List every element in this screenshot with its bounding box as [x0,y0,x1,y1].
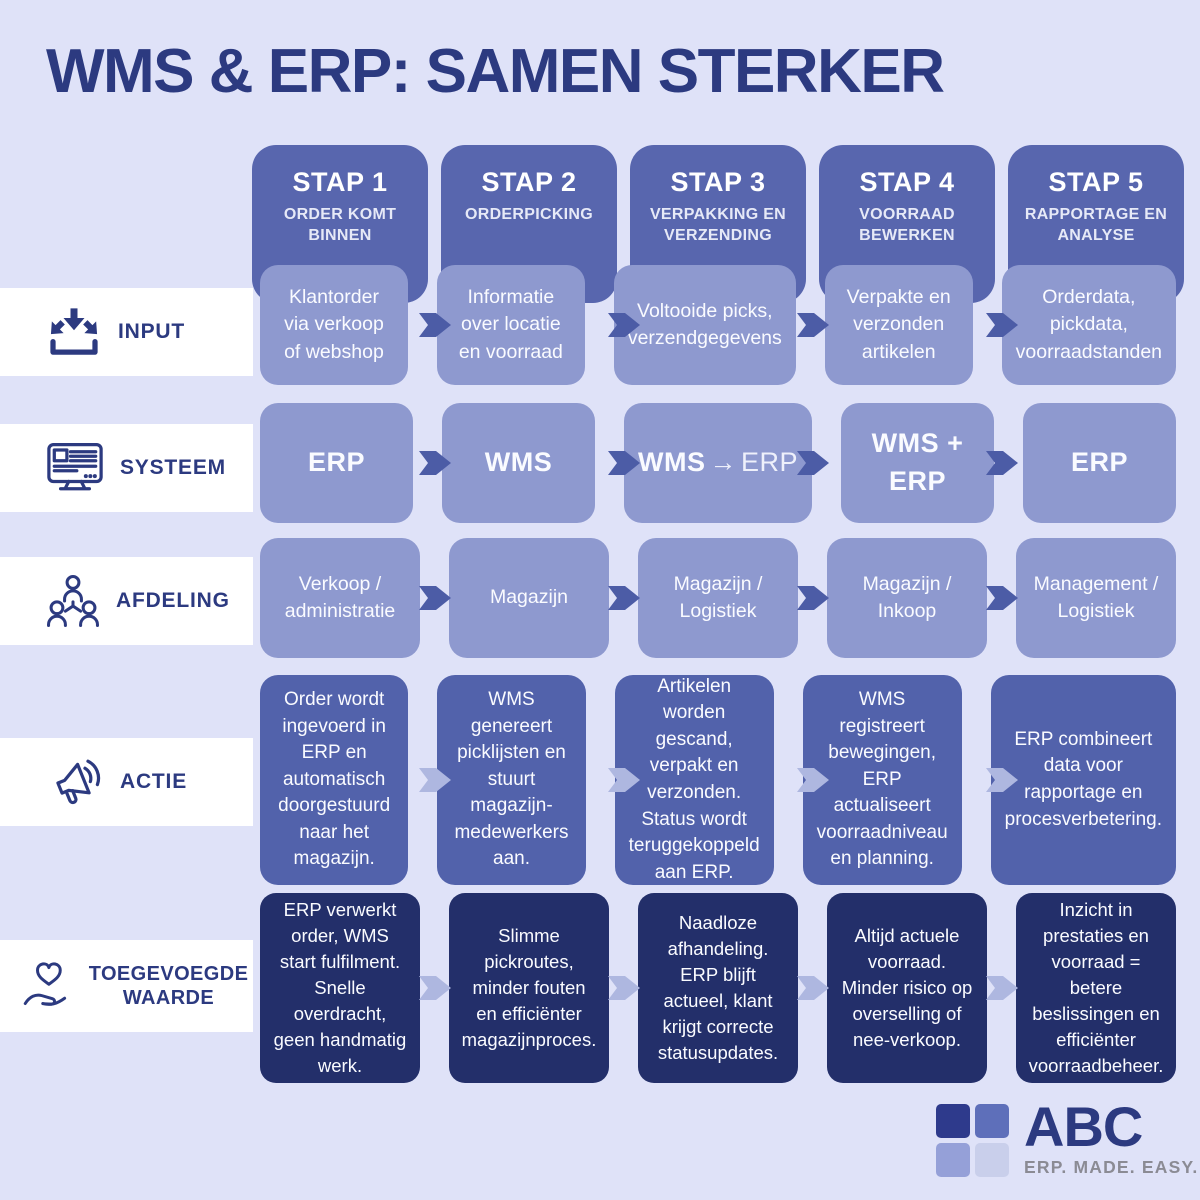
flow-arrow-icon [797,768,829,792]
flow-arrow-icon [419,768,451,792]
row-label-text: AFDELING [116,589,230,612]
systeem-cell: WMS + ERP [841,403,995,523]
inbox-arrows-icon [46,306,102,358]
hand-heart-icon [20,958,76,1014]
logo-text: ABC ERP. MADE. EASY. [1024,1095,1199,1178]
step-title: STAP 4 [859,167,955,197]
flow-arrow-icon [419,451,451,475]
flow-arrow-icon [608,768,640,792]
systeem-row: ERP WMS WMS→ERP WMS + ERP ERP [252,403,1184,523]
row-label-systeem: SYSTEEM [0,424,253,512]
systeem-cell: ERP [260,403,413,523]
flow-arrow-icon [419,586,451,610]
flow-arrow-icon [608,976,640,1000]
flow-arrow-icon [986,586,1018,610]
flow-arrow-icon [986,768,1018,792]
monitor-icon [46,441,104,495]
row-label-waarde: TOEGEVOEGDE WAARDE [0,940,253,1032]
afdeling-row: Verkoop / administratie Magazijn Magazij… [252,538,1184,658]
flow-arrow-icon [608,451,640,475]
step-title: STAP 2 [481,167,577,197]
step-subtitle: ORDER KOMT BINNEN [283,206,397,244]
system-name: WMS [484,447,553,478]
arrow-glyph: → [709,447,737,478]
flow-arrow-icon [797,586,829,610]
logo-square [975,1142,1009,1177]
waarde-cell: Naadloze afhandeling. ERP blijft actueel… [638,893,798,1083]
system-name: WMS + ERP [871,428,964,496]
afdeling-cell: Verkoop / administratie [260,538,420,658]
row-label-text: ACTIE [120,770,187,793]
waarde-cell: Slimme pickroutes, minder fouten en effi… [449,893,609,1083]
afdeling-cell: Management / Logistiek [1016,538,1176,658]
actie-row: Order wordt ingevoerd in ERP en automati… [252,675,1184,885]
logo-name: ABC [1024,1095,1143,1158]
megaphone-icon [46,755,104,809]
flow-arrow-icon [797,451,829,475]
row-label-text: TOEGEVOEGDE WAARDE [88,963,249,1009]
system-name: ERP [1071,447,1129,478]
logo-square [936,1142,970,1177]
row-label-text: SYSTEEM [120,456,226,479]
logo-square [936,1103,970,1138]
flow-arrow-icon [986,976,1018,1000]
row-label-actie: ACTIE [0,738,253,826]
flow-arrow-icon [419,976,451,1000]
logo-squares-icon [936,1103,1009,1177]
actie-cell: Order wordt ingevoerd in ERP en automati… [260,675,409,885]
team-icon [46,573,100,629]
systeem-cell: WMS [442,403,595,523]
logo-square [975,1103,1009,1138]
abc-logo: ABC ERP. MADE. EASY. [936,1095,1199,1178]
actie-cell: Artikelen worden gescand, verpakt en ver… [614,675,774,885]
system-name: WMS [638,447,706,478]
input-row: Klantorder via verkoop of webshop Inform… [252,265,1184,385]
row-label-input: INPUT [0,288,253,376]
logo-tagline: ERP. MADE. EASY. [1024,1157,1199,1178]
row-label-afdeling: AFDELING [0,557,253,645]
waarde-cell: Altijd actuele voorraad. Minder risico o… [827,893,987,1083]
actie-cell: WMS registreert bewegingen, ERP actualis… [802,675,962,885]
page-title: WMS & ERP: SAMEN STERKER [46,37,945,106]
flow-arrow-icon [797,313,829,337]
input-cell: Voltooide picks, verzendgegevens [613,265,796,385]
afdeling-cell: Magazijn / Inkoop [827,538,987,658]
step-title: STAP 1 [292,167,388,197]
input-cell: Klantorder via verkoop of webshop [260,265,408,385]
flow-arrow-icon [986,313,1018,337]
afdeling-cell: Magazijn / Logistiek [638,538,798,658]
waarde-cell: ERP verwerkt order, WMS start fulfilment… [260,893,420,1083]
flow-arrow-icon [797,976,829,1000]
actie-cell: ERP combineert data voor rapportage en p… [990,675,1176,885]
flow-arrow-icon [986,451,1018,475]
input-cell: Informatie over locatie en voorraad [436,265,585,385]
waarde-row: ERP verwerkt order, WMS start fulfilment… [252,893,1184,1083]
step-subtitle: ORDERPICKING [464,206,594,223]
step-title: STAP 5 [1048,167,1144,197]
input-cell: Orderdata, pickdata, voorraadstanden [1001,265,1177,385]
flow-arrow-icon [419,313,451,337]
flow-arrow-icon [608,313,640,337]
flow-arrow-icon [608,586,640,610]
system-name: ERP [307,447,366,478]
step-subtitle: RAPPORTAGE EN ANALYSE [1024,206,1168,244]
afdeling-cell: Magazijn [449,538,609,658]
actie-cell: WMS genereert picklijsten en stuurt maga… [437,675,586,885]
systeem-cell: WMS→ERP [624,403,813,523]
step-title: STAP 3 [670,167,766,197]
systeem-cell: ERP [1023,403,1177,523]
waarde-cell: Inzicht in prestaties en voorraad = bete… [1016,893,1176,1083]
input-cell: Verpakte en verzonden artikelen [824,265,973,385]
system-name-secondary: ERP [740,447,799,478]
step-subtitle: VOORRAAD BEWERKEN [859,206,955,244]
row-label-text: INPUT [118,320,185,343]
step-subtitle: VERPAKKING EN VERZENDING [649,206,787,244]
